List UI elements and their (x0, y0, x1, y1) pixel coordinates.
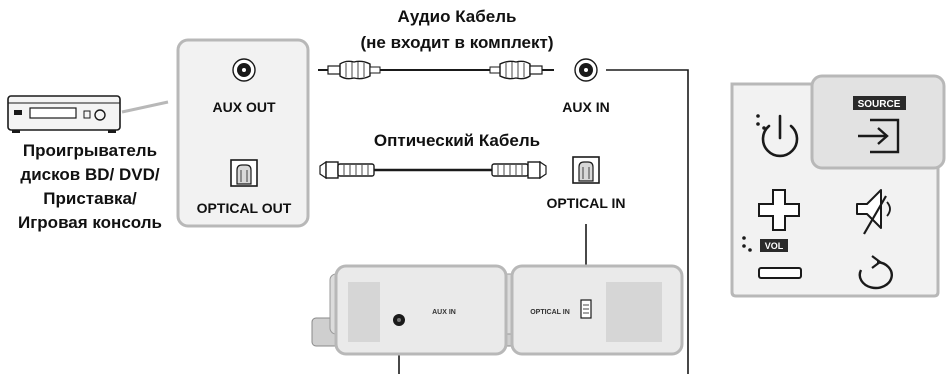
aux-in-jack-icon (574, 58, 598, 82)
optical-in-closeup-label: OPTICAL IN (530, 309, 570, 316)
aux-in-closeup-jack-icon (393, 314, 405, 326)
aux-in-closeup-shading (348, 282, 380, 342)
vol-dot (748, 248, 752, 252)
volume-down-icon (758, 267, 802, 279)
optical-in-label: OPTICAL IN (546, 195, 625, 211)
aux-in-label: AUX IN (562, 99, 609, 115)
optical-in-port-icon (572, 156, 600, 184)
source-badge (853, 96, 906, 110)
mute-icon (856, 189, 891, 235)
source-input-icon (858, 118, 900, 154)
source-button-highlight (810, 74, 946, 170)
optical-in-closeup-port-icon (580, 299, 592, 319)
vol-dot (742, 236, 746, 240)
vol-badge (760, 239, 788, 252)
vol-dot (742, 244, 746, 248)
device-caption-line-4: Игровая консоль (18, 213, 162, 232)
device-caption-line-1: Проигрыватель (23, 141, 157, 160)
aux-leader-line (606, 69, 689, 374)
volume-up-icon (758, 189, 800, 231)
audio-cable-icon (318, 60, 554, 80)
device-caption-line-2: дисков BD/ DVD/ (20, 165, 159, 184)
vol-badge-label: VOL (765, 241, 784, 251)
aux-out-jack-icon (232, 58, 256, 82)
device-caption-line-3: Приставка/ (43, 189, 137, 208)
aux-out-label: AUX OUT (213, 99, 276, 115)
source-badge-label: SOURCE (858, 99, 901, 110)
power-button-icon (756, 114, 799, 158)
optical-out-port-icon (230, 159, 258, 187)
source-port-panel (176, 38, 310, 228)
audio-cable-title: Аудио Кабель (398, 7, 517, 26)
player-device-icon (7, 95, 121, 133)
audio-cable-subtitle: (не входит в комплект) (360, 33, 553, 52)
optical-in-closeup-shading (606, 282, 662, 342)
optical-cable-icon (319, 160, 547, 180)
optical-cable-title: Оптический Кабель (374, 131, 540, 150)
pointer-line (121, 100, 169, 114)
repeat-icon (858, 255, 893, 290)
optical-out-label: OPTICAL OUT (197, 200, 292, 216)
aux-in-closeup-label: AUX IN (432, 309, 456, 316)
